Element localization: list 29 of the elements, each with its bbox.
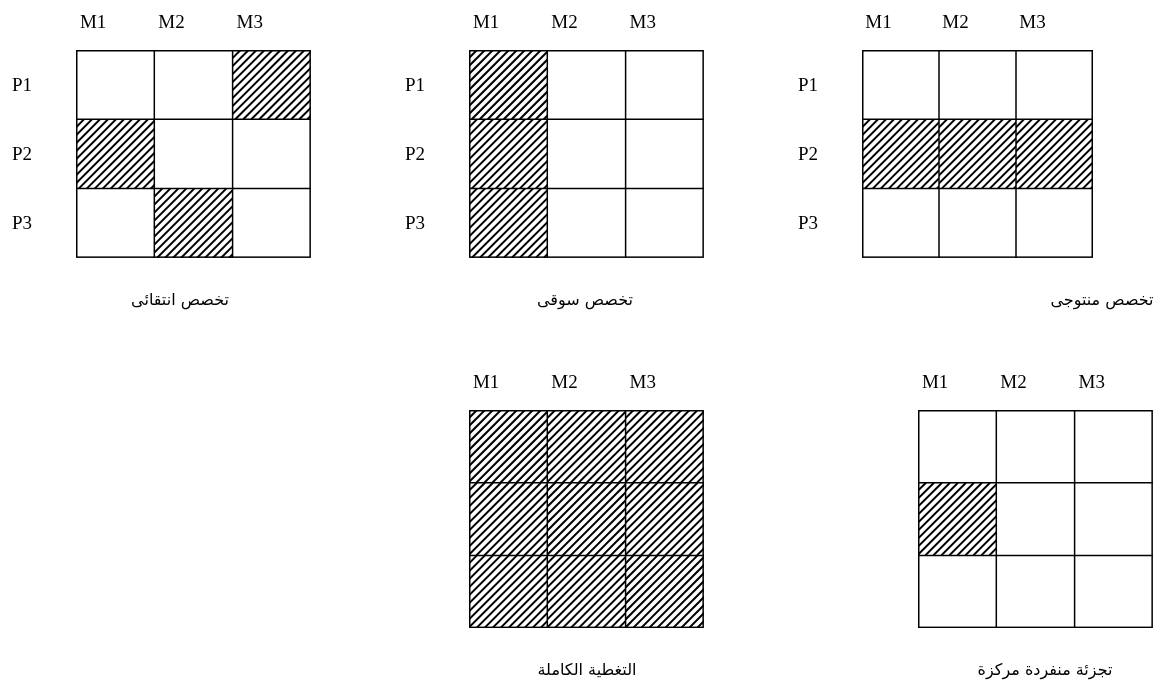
column-label: M1 (472, 11, 500, 33)
row-label: P1 (404, 73, 426, 96)
row-label: P1 (797, 73, 819, 96)
row-label: P1 (11, 73, 33, 96)
column-label: M3 (629, 371, 656, 393)
row-label: P3 (404, 212, 426, 235)
row-label: P3 (11, 212, 33, 235)
grid-caption: تجزئة منفردة مركزة (977, 660, 1113, 680)
column-label: M2 (551, 11, 578, 33)
column-label: M3 (1019, 11, 1046, 33)
row-label: P2 (11, 142, 33, 165)
column-label: M1 (472, 371, 500, 393)
column-label: M1 (921, 371, 949, 393)
row-label: P2 (797, 142, 819, 165)
column-label: M2 (942, 11, 969, 33)
grid-caption: تخصص انتقائى (131, 289, 229, 309)
column-label: M1 (865, 11, 892, 33)
grid-caption: تخصص منتوجى (1050, 289, 1154, 309)
column-label: M2 (1000, 371, 1027, 393)
grid-caption: تخصص سوقى (537, 289, 633, 309)
column-label: M2 (551, 371, 578, 393)
column-label: M3 (236, 11, 263, 33)
row-label: P3 (797, 212, 819, 235)
grid-caption: التغطية الكاملة (537, 660, 637, 680)
column-label: M3 (629, 11, 656, 33)
column-label: M3 (1078, 371, 1105, 393)
column-label: M2 (158, 11, 185, 33)
column-label: M1 (79, 11, 107, 33)
row-label: P2 (404, 142, 426, 165)
